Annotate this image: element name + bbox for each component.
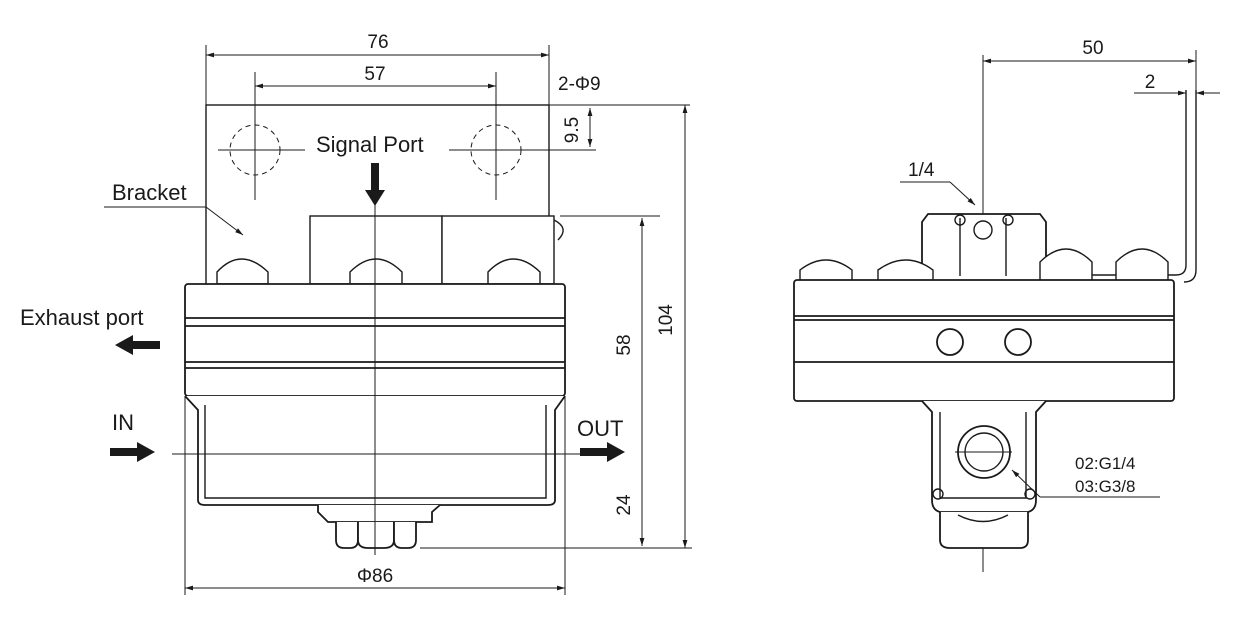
screw-head bbox=[877, 259, 934, 285]
dim-label: 2 bbox=[1145, 72, 1156, 93]
port-02-label: 02:G1/4 bbox=[1075, 454, 1136, 473]
dim-2: 2 bbox=[1134, 72, 1220, 96]
side-bottom-nut bbox=[939, 512, 1029, 549]
out-label: OUT bbox=[577, 416, 623, 441]
exhaust-arrow-icon bbox=[115, 335, 160, 355]
holes-label: 2-Φ9 bbox=[558, 74, 601, 95]
dim-57: 57 bbox=[255, 64, 496, 89]
dim-label: Φ86 bbox=[357, 566, 393, 587]
dim-label: 58 bbox=[614, 334, 635, 355]
exhaust-port-label: Exhaust port bbox=[20, 305, 144, 330]
side-main-body bbox=[793, 279, 1175, 402]
side-view: 50 2 1/4 bbox=[793, 38, 1220, 572]
bracket-edge bbox=[1005, 90, 1187, 276]
in-label: IN bbox=[112, 410, 134, 435]
port-03-label: 03:G3/8 bbox=[1075, 477, 1136, 496]
dim-label: 50 bbox=[1082, 38, 1103, 59]
signal-port-label: Signal Port bbox=[316, 132, 424, 157]
dim-label: 9.5 bbox=[562, 117, 583, 143]
bracket-label: Bracket bbox=[112, 180, 187, 205]
dim-label: 104 bbox=[656, 304, 677, 336]
signal-arrow-icon bbox=[365, 163, 385, 206]
in-arrow-icon bbox=[110, 442, 155, 462]
screw-head bbox=[216, 258, 269, 285]
dim-label: 76 bbox=[367, 32, 388, 53]
out-arrow-icon bbox=[580, 442, 625, 462]
dim-104: 104 bbox=[420, 105, 692, 549]
screw-head bbox=[349, 258, 403, 285]
mounting-hole-right bbox=[470, 72, 522, 200]
dim-50: 50 bbox=[983, 38, 1197, 95]
screw-head bbox=[1115, 248, 1169, 285]
dim-label: 57 bbox=[364, 64, 385, 85]
dim-58: 58 bbox=[560, 215, 660, 546]
mounting-hole-left bbox=[229, 72, 281, 200]
front-view: 76 57 2-Φ9 9.5 104 58 24 bbox=[20, 32, 692, 595]
dim-76: 76 bbox=[205, 32, 550, 105]
dim-phi86: Φ86 bbox=[184, 396, 566, 595]
dim-9-5: 9.5 bbox=[549, 104, 690, 147]
port-hole bbox=[1004, 328, 1032, 356]
side-top-cap bbox=[921, 213, 1047, 284]
screw-head bbox=[799, 259, 853, 285]
bottom-nut bbox=[317, 504, 441, 523]
dim-24: 24 bbox=[614, 494, 635, 516]
port-hole bbox=[936, 328, 964, 356]
screw-head bbox=[487, 258, 541, 285]
quarter-label: 1/4 bbox=[908, 160, 935, 181]
screw-head bbox=[1039, 248, 1093, 285]
